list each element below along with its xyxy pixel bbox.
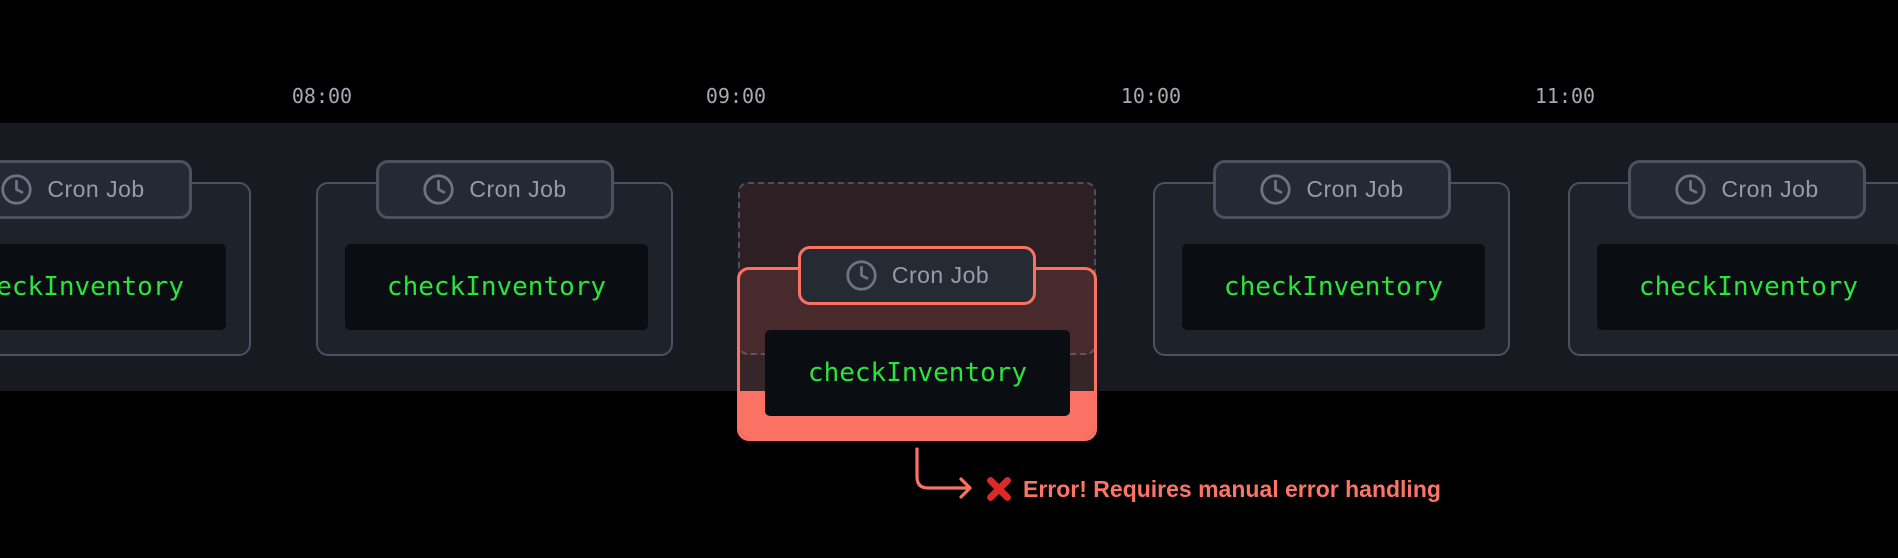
job-function-name: checkInventory — [0, 272, 185, 302]
job-function-name: checkInventory — [807, 358, 1028, 388]
clock-icon — [1, 174, 32, 205]
cron-job-card: Cron Job checkInventory — [1568, 160, 1898, 356]
time-tick-label: 11:00 — [1534, 84, 1596, 108]
cron-job-badge: Cron Job — [375, 160, 614, 219]
cron-job-card: Cron Job checkInventory — [0, 160, 251, 356]
cron-job-badge-label: Cron Job — [1306, 176, 1404, 202]
cron-job-card: Cron Job checkInventory — [316, 160, 673, 356]
cron-job-badge-label: Cron Job — [891, 262, 990, 288]
cron-job-card: Cron Job checkInventory — [1153, 160, 1510, 356]
clock-icon — [423, 174, 454, 205]
time-tick-label: 10:00 — [1120, 84, 1182, 108]
error-annotation: Error! Requires manual error handling — [984, 472, 1441, 506]
cron-job-badge-label: Cron Job — [1721, 176, 1819, 202]
error-connector-arrow — [915, 447, 972, 499]
job-function-name: checkInventory — [386, 272, 607, 302]
cron-job-badge: Cron Job — [0, 160, 192, 219]
job-code-box: checkInventory — [345, 244, 648, 330]
job-function-name: checkInventory — [1223, 272, 1444, 302]
clock-icon — [1260, 174, 1291, 205]
cron-job-card-error: Cron Job checkInventory — [737, 246, 1097, 441]
job-code-box: checkInventory — [765, 330, 1070, 416]
job-code-box: checkInventory — [1597, 244, 1898, 330]
clock-icon — [846, 260, 877, 291]
error-annotation-text: Error! Requires manual error handling — [1023, 475, 1441, 502]
job-function-name: checkInventory — [1638, 272, 1859, 302]
job-code-box: checkInventory — [0, 244, 226, 330]
time-tick-label: 09:00 — [705, 84, 767, 108]
time-tick-label: 08:00 — [291, 84, 353, 108]
job-code-box: checkInventory — [1182, 244, 1485, 330]
cross-mark-icon — [987, 477, 1011, 501]
clock-icon — [1675, 174, 1706, 205]
cron-job-badge: Cron Job — [1212, 160, 1451, 219]
cron-job-badge: Cron Job — [1627, 160, 1866, 219]
cron-job-badge-label: Cron Job — [47, 176, 145, 202]
cron-job-badge: Cron Job — [798, 246, 1036, 305]
cron-job-badge-label: Cron Job — [469, 176, 567, 202]
